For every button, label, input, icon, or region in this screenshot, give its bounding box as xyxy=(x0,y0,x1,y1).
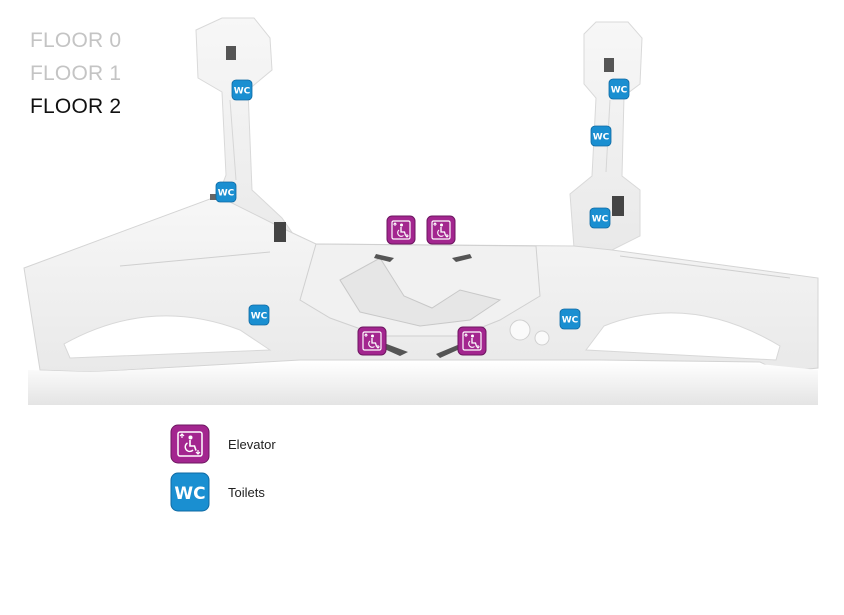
building-footprint xyxy=(23,17,819,405)
legend-label-toilets: Toilets xyxy=(228,484,265,500)
toilet-marker[interactable] xyxy=(589,207,611,229)
elevator-marker[interactable] xyxy=(426,215,456,245)
legend-label-elevator: Elevator xyxy=(228,436,276,452)
elevator-marker[interactable] xyxy=(386,215,416,245)
map-legend: Elevator WC Toilets xyxy=(170,424,276,520)
floor-selector: FLOOR 0 FLOOR 1 FLOOR 2 xyxy=(30,24,121,123)
floor-1-tab[interactable]: FLOOR 1 xyxy=(30,62,122,85)
toilets-icon: WC xyxy=(170,472,210,512)
legend-item-elevator: Elevator xyxy=(170,424,276,464)
wheelchair-elevator-icon xyxy=(170,424,210,464)
toilet-marker[interactable] xyxy=(231,79,253,101)
toilet-marker[interactable] xyxy=(590,125,612,147)
floor-0-tab[interactable]: FLOOR 0 xyxy=(30,29,122,52)
legend-item-toilets: WC Toilets xyxy=(170,472,276,512)
elevator-marker[interactable] xyxy=(457,326,487,356)
toilets-icon-text: WC xyxy=(174,484,205,504)
toilet-marker[interactable] xyxy=(608,78,630,100)
floor-2-tab[interactable]: FLOOR 2 xyxy=(30,95,122,118)
toilet-marker[interactable] xyxy=(559,308,581,330)
toilet-marker[interactable] xyxy=(215,181,237,203)
toilet-marker[interactable] xyxy=(248,304,270,326)
elevator-marker[interactable] xyxy=(357,326,387,356)
